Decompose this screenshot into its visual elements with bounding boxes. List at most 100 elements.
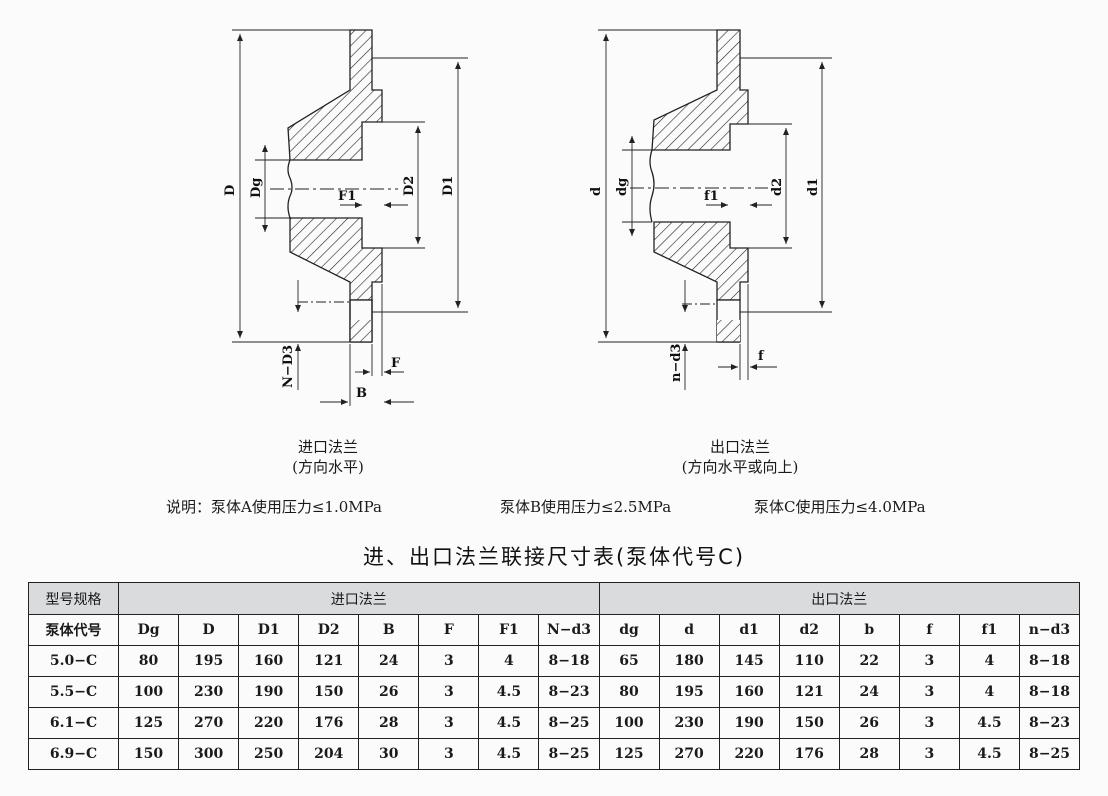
note-body-c: 泵体C使用压力≤4.0MPa — [754, 498, 926, 516]
label-D: D — [223, 185, 238, 196]
label-f1: f1 — [704, 189, 719, 204]
inlet-caption-title: 进口法兰 — [297, 438, 358, 456]
row-model: 6.9−C — [28, 738, 119, 770]
table-cell: 4 — [958, 645, 1020, 677]
table-cell: 125 — [117, 707, 180, 739]
table-cell: 4 — [958, 676, 1020, 708]
table-row: 6.1−C 125 270 220 176 28 3 4.5 8−25 100 … — [28, 707, 1081, 739]
table-cell: 270 — [178, 707, 240, 739]
table-cell: 150 — [117, 738, 180, 770]
table-cell: 100 — [598, 707, 660, 739]
table-cell: 190 — [238, 676, 300, 708]
table-cell: 8−23 — [1018, 707, 1081, 739]
column-header: D — [178, 614, 240, 646]
inlet-section-top — [287, 29, 383, 161]
table-cell: 4 — [478, 645, 540, 677]
outlet-caption-title: 出口法兰 — [709, 438, 770, 456]
table-cell: 4.5 — [958, 707, 1020, 739]
column-header: n−d3 — [1018, 614, 1081, 646]
table-cell: 30 — [358, 738, 420, 770]
outlet-section-top — [651, 29, 749, 151]
label-dg: dg — [615, 178, 630, 196]
flange-dimension-table: 型号规格 进口法兰 出口法兰 泵体代号 Dg D D1 D2 B F F1 N−… — [28, 582, 1081, 770]
column-header: F — [418, 614, 480, 646]
table-cell: 26 — [358, 676, 420, 708]
table-cell: 28 — [358, 707, 420, 739]
row-model: 5.5−C — [28, 676, 119, 708]
label-d2: d2 — [770, 178, 785, 196]
table-cell: 220 — [238, 707, 300, 739]
label-B: B — [356, 386, 367, 401]
table-group-row: 型号规格 进口法兰 出口法兰 — [28, 582, 1080, 615]
table-cell: 145 — [718, 645, 780, 677]
table-cell: 125 — [598, 738, 660, 770]
table-cell: 195 — [178, 645, 240, 677]
flange-drawings: D Dg D2 D1 F1 N−D3 F B — [223, 29, 832, 406]
table-cell: 121 — [778, 676, 840, 708]
table-cell: 3 — [418, 738, 480, 770]
table-row: 6.9−C 150 300 250 204 30 3 4.5 8−25 125 … — [28, 738, 1081, 770]
column-header: N−d3 — [538, 614, 600, 646]
table-cell: 100 — [117, 676, 180, 708]
label-n-d3: n−d3 — [669, 344, 684, 382]
table-cell: 80 — [598, 676, 660, 708]
table-header-row: 泵体代号 Dg D D1 D2 B F F1 N−d3 dg d d1 d2 b… — [28, 614, 1081, 646]
outlet-caption-direction: (方向水平或向上) — [681, 458, 799, 476]
column-header: b — [838, 614, 900, 646]
table-cell: 121 — [298, 645, 360, 677]
table-cell: 3 — [418, 645, 480, 677]
row-model: 6.1−C — [28, 707, 119, 739]
table-cell: 3 — [898, 738, 960, 770]
table-cell: 8−25 — [1018, 738, 1081, 770]
table-cell: 28 — [838, 738, 900, 770]
table-cell: 8−18 — [538, 645, 600, 677]
column-header: d — [658, 614, 720, 646]
table-cell: 26 — [838, 707, 900, 739]
table-cell: 160 — [238, 645, 300, 677]
column-header: B — [358, 614, 420, 646]
column-header: D1 — [238, 614, 300, 646]
table-cell: 8−18 — [1018, 645, 1081, 677]
outlet-caption: 出口法兰 (方向水平或向上) — [650, 437, 830, 477]
table-cell: 8−25 — [538, 707, 600, 739]
table-cell: 180 — [658, 645, 720, 677]
table-cell: 270 — [658, 738, 720, 770]
table-title: 进、出口法兰联接尺寸表(泵体代号C) — [362, 545, 746, 569]
table-cell: 176 — [778, 738, 840, 770]
table-cell: 3 — [898, 707, 960, 739]
label-Dg: Dg — [249, 178, 264, 198]
table-row: 5.0−C 80 195 160 121 24 3 4 8−18 65 180 … — [28, 645, 1081, 677]
table-cell: 22 — [838, 645, 900, 677]
pressure-note: 说明：泵体A使用压力≤1.0MPa 泵体B使用压力≤2.5MPa 泵体C使用压力… — [0, 496, 1108, 518]
label-N-D3: N−D3 — [281, 345, 296, 388]
table-cell: 3 — [898, 676, 960, 708]
column-header: Dg — [117, 614, 180, 646]
table-cell: 204 — [298, 738, 360, 770]
column-header: dg — [598, 614, 660, 646]
column-header: D2 — [298, 614, 360, 646]
table-cell: 4.5 — [478, 707, 540, 739]
label-d1: d1 — [806, 178, 821, 196]
table-cell: 80 — [117, 645, 180, 677]
table-cell: 220 — [718, 738, 780, 770]
inlet-caption-direction: (方向水平) — [292, 458, 364, 476]
label-d: d — [589, 187, 604, 196]
table-cell: 190 — [718, 707, 780, 739]
label-F: F — [391, 356, 401, 371]
label-f: f — [758, 349, 765, 364]
inlet-flange-drawing — [232, 29, 468, 406]
corner-model-label: 型号规格 — [28, 582, 119, 615]
table-cell: 3 — [418, 676, 480, 708]
table-cell: 110 — [778, 645, 840, 677]
table-cell: 8−18 — [1018, 676, 1081, 708]
table-cell: 230 — [658, 707, 720, 739]
table-cell: 4.5 — [958, 738, 1020, 770]
inlet-caption: 进口法兰 (方向水平) — [258, 437, 398, 477]
note-body-b: 泵体B使用压力≤2.5MPa — [500, 498, 672, 516]
column-header: d2 — [778, 614, 840, 646]
column-header: F1 — [478, 614, 540, 646]
label-D1: D1 — [441, 176, 456, 196]
table-cell: 150 — [298, 676, 360, 708]
group-outlet-header: 出口法兰 — [598, 582, 1080, 615]
table-row: 5.5−C 100 230 190 150 26 3 4.5 8−23 80 1… — [28, 676, 1081, 708]
